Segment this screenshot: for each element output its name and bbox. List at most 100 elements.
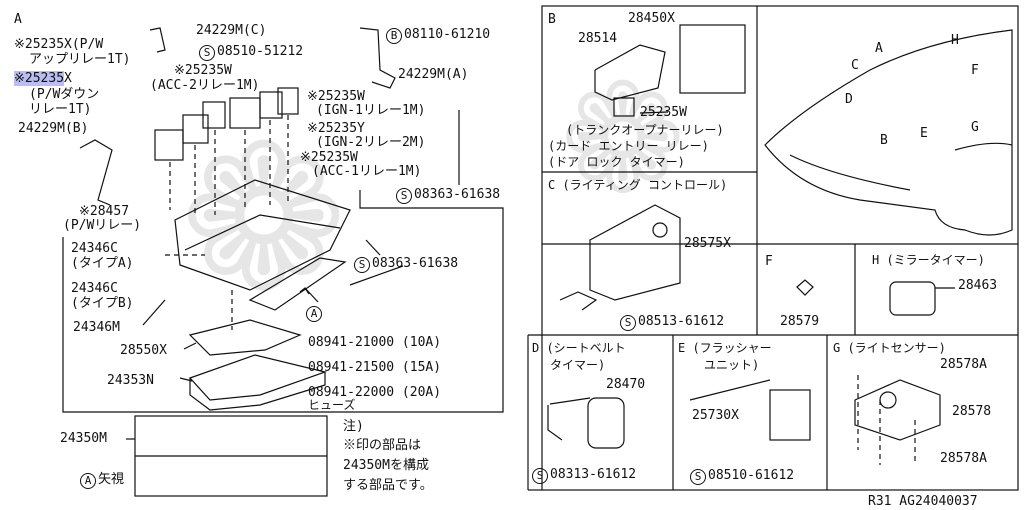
car-callout-a: A [875,41,883,56]
part-label: 24350M [60,431,107,446]
panel-b-letter: B [548,12,556,27]
part-label-highlighted[interactable]: ※25235X [14,71,72,86]
panel-e-title: ユニット) [704,358,760,372]
part-25730x [769,389,811,441]
part-label: 28578A [940,451,987,466]
unit-28450x [679,24,746,94]
part-label: ※25235W [300,150,358,165]
part-label: 08941-21500 (15A) [308,360,442,375]
screw-icon: S [620,315,636,331]
part-label: ※28457 [79,204,130,219]
part-label: 25235W [640,105,687,120]
part-label: (トランクオープナーリレー) [566,123,724,137]
highlight: ※25235 [14,71,65,86]
panel-c-title: C (ライティング コントロール) [548,178,728,192]
part-label: 28514 [578,31,618,46]
part-label: (カード エントリー リレー) [548,139,709,153]
screw-icon: S [354,257,370,273]
view-a-icon: A [80,473,96,489]
part-label: 24229M(B) [18,121,89,136]
plate-28550x [188,319,302,356]
note-line: する部品です。 [343,478,433,493]
panel-h-title: H (ミラータイマー) [872,253,985,267]
fuse-strip [248,257,347,311]
part-label: 28579 [780,314,820,329]
watermark: ❁ [180,103,348,336]
part-label: (タイプB) [71,296,134,311]
part-number: 08363-61638 [414,187,501,202]
part-label: 08941-22000 (20A) [308,385,442,400]
part-suffix: X [64,71,72,86]
car-callout-g: G [971,120,979,135]
part-label: ※25235W [307,89,365,104]
part-label: 25730X [692,408,739,423]
part-label: (ACC-1リレー1M) [312,164,422,179]
part-label: 28578A [940,357,987,372]
figure-code: R31 AG24040037 [868,494,978,509]
part-label: 28470 [606,377,646,392]
part-label: ヒューズ [308,398,356,412]
fuse-box-frame [62,190,504,413]
panel-e-title: E (フラッシャー [678,341,772,355]
part-label: ※25235X(P/W [14,37,104,52]
part-label: ※25235Y [307,121,365,136]
legend-text: 矢視 [98,472,125,487]
part-label: (タイプA) [71,256,134,271]
part-label: 24229M(A) [398,67,469,82]
part-number: 08510-51212 [217,44,304,59]
watermark: ❁ [560,53,686,227]
part-label: 08941-21000 (10A) [308,335,442,350]
part-label: 24229M(C) [196,23,267,38]
part-label: 24346C [71,281,118,296]
panel-a-letter: A [14,12,22,27]
part-label: 24346M [73,320,120,335]
part-label: (ドア ロック タイマー) [548,155,685,169]
note-line: 24350Mを構成 [343,458,429,473]
part-label: 28463 [958,278,998,293]
part-number: 08513-61612 [638,314,725,329]
part-label: (P/Wリレー) [63,218,142,233]
screw-icon: S [199,45,215,61]
panel-f-letter: F [765,254,773,269]
part-label: 28550X [120,343,167,358]
part-label: (IGN-2リレー2M) [316,135,426,150]
bracket-28514 [594,44,666,101]
part-28579 [796,279,814,296]
car-callout-f: F [971,63,979,78]
part-label: (P/Wダウン [29,87,100,102]
car-callout-h: H [951,33,959,48]
car-outline [764,29,1013,236]
part-label: 28578 [952,404,992,419]
view-a-icon: A [306,306,322,322]
note-line: ※印の部品は [343,438,422,453]
panel-d-title: D (シートベルト [532,341,626,355]
fuse-block [174,179,351,291]
screw-icon: S [396,188,412,204]
car-callout-b: B [880,133,888,148]
view-marker: A [306,305,324,322]
part-28470 [587,397,625,449]
panel-g-title: G (ライトセンサー) [833,341,946,355]
screw-icon: S [690,469,706,485]
screw-icon: S [532,468,548,484]
part-label: アップリレー1T) [29,52,131,67]
note-line: 注) [343,419,364,434]
part-label: 28450X [628,11,675,26]
right-panel-frame [541,5,1019,491]
part-number: 08313-61612 [550,467,637,482]
unit-28575x [589,204,681,301]
part-28463 [889,281,936,316]
panel-d-title: タイマー) [550,358,606,372]
car-callout-c: C [851,58,859,73]
part-28578 [854,379,941,441]
part-label: (ACC-2リレー1M) [150,78,260,93]
